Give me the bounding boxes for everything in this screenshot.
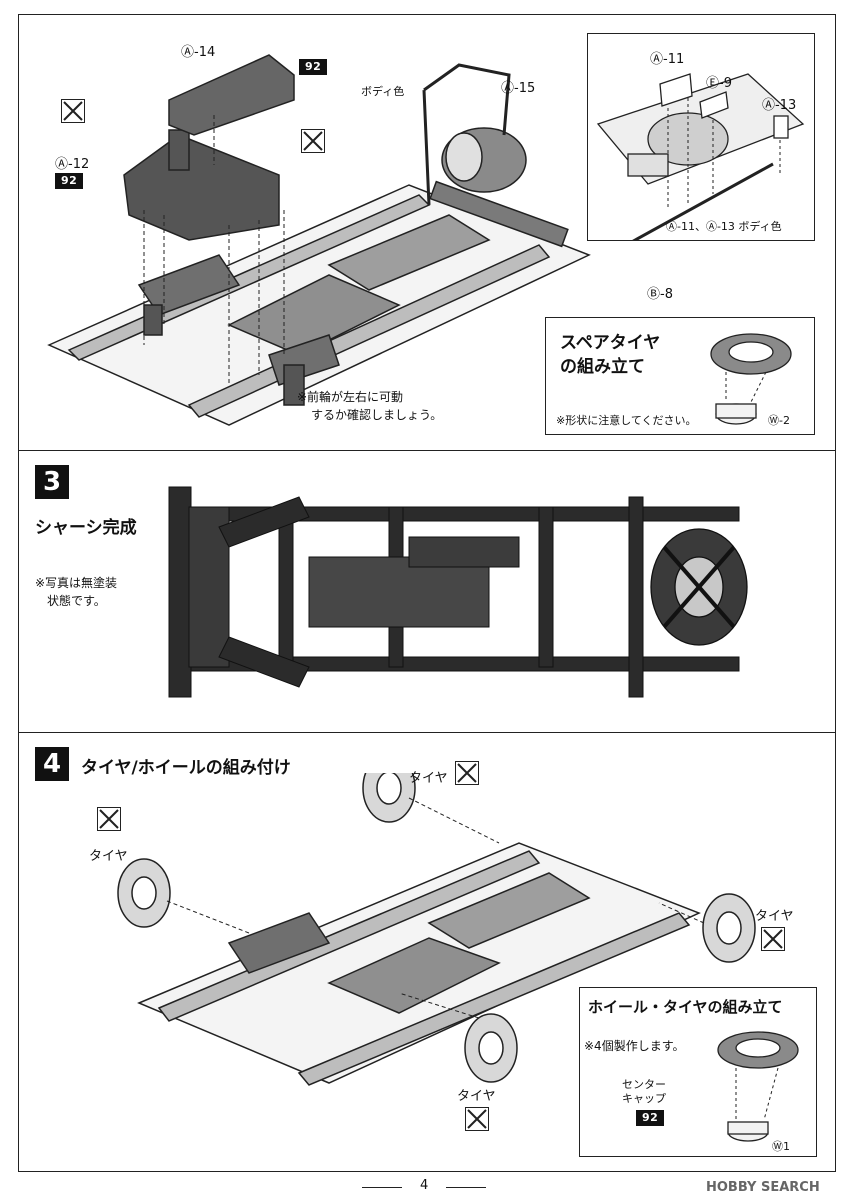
tire-label: タイヤ [89,849,128,864]
part-label-w1: Ⓦ1 [772,1140,790,1153]
part-label-e9: Ⓔ-9 [706,76,732,91]
sub-title: ホイール・タイヤの組み立て [588,998,783,1016]
watermark: HOBBY SEARCH [706,1180,820,1195]
quantity-note: ※4個製作します。 [584,1039,685,1053]
part-label-a13: Ⓐ-13 [762,98,797,113]
part-label-b8: Ⓑ-8 [647,287,673,302]
photo-note-line1: ※写真は無塗装 [35,576,118,590]
step-number: 3 [35,465,69,499]
part-label-a11: Ⓐ-11 [650,52,685,67]
footer-rule-right [446,1187,486,1188]
tire-label: タイヤ [457,1089,496,1104]
completed-chassis-photo [168,486,748,698]
footer-rule-left [362,1187,402,1188]
step3-panel: 3 シャーシ完成 ※写真は無塗装 状態です。 [18,450,836,734]
page-number: 4 [420,1178,429,1193]
center-cap-label-line2: キャップ [622,1092,666,1105]
photo-note-line2: 状態です。 [47,594,106,608]
part-label-a15: Ⓐ-15 [501,81,536,96]
paint-code-tag: 92 [636,1110,665,1126]
part-label-a14: Ⓐ-14 [181,45,216,60]
paint-code-tag: 92 [55,173,84,189]
part-label-a12: Ⓐ-12 [55,157,90,172]
no-glue-icon [97,807,121,831]
step4-panel: 4 タイヤ/ホイールの組み付け タイヤ [18,732,836,1172]
front-wheel-note-line2: するか確認しましょう。 [311,408,443,422]
part-label-w2: Ⓦ-2 [768,414,790,427]
step2-panel: Ⓐ-14 92 Ⓐ-12 92 ボディ色 Ⓐ-15 Ⓑ-8 ※前輪が左右に可動 … [18,14,836,452]
chassis-assembly-illustration [47,54,591,426]
step-number: 4 [35,747,69,781]
body-color-label: ボディ色 [361,85,405,98]
step-title: タイヤ/ホイールの組み付け [81,758,291,778]
center-cap-label-line1: センター [622,1078,666,1091]
spare-note: ※形状に注意してください。 [556,414,697,427]
spare-tire-icon [710,333,792,425]
spare-title-line1: スペアタイヤ [560,333,661,353]
no-glue-icon [61,99,85,123]
no-glue-icon [455,761,479,785]
rear-detail-illustration [596,73,805,240]
chassis-tire-illustration [117,773,756,1086]
spare-tire-subbox: スペアタイヤ の組み立て ※形状に注意してください。 Ⓦ-2 [545,317,815,435]
no-glue-icon [301,129,325,153]
inset-body-color-note: Ⓐ-11、Ⓐ-13 ボディ色 [666,220,782,233]
no-glue-icon [465,1107,489,1131]
front-wheel-note-line1: ※前輪が左右に可動 [297,390,404,404]
step-title: シャーシ完成 [35,518,137,538]
spare-title-line2: の組み立て [560,357,645,377]
paint-code-tag: 92 [299,59,328,75]
wheel-tire-icon [717,1031,799,1142]
wheel-tire-subbox: ホイール・タイヤの組み立て ※4個製作します。 センター キャップ 92 Ⓦ1 [579,987,817,1157]
no-glue-icon [761,927,785,951]
tire-label: タイヤ [409,771,448,786]
tire-label: タイヤ [755,909,794,924]
detail-inset: Ⓐ-11 Ⓔ-9 Ⓐ-13 Ⓐ-11、Ⓐ-13 ボディ色 [587,33,815,241]
